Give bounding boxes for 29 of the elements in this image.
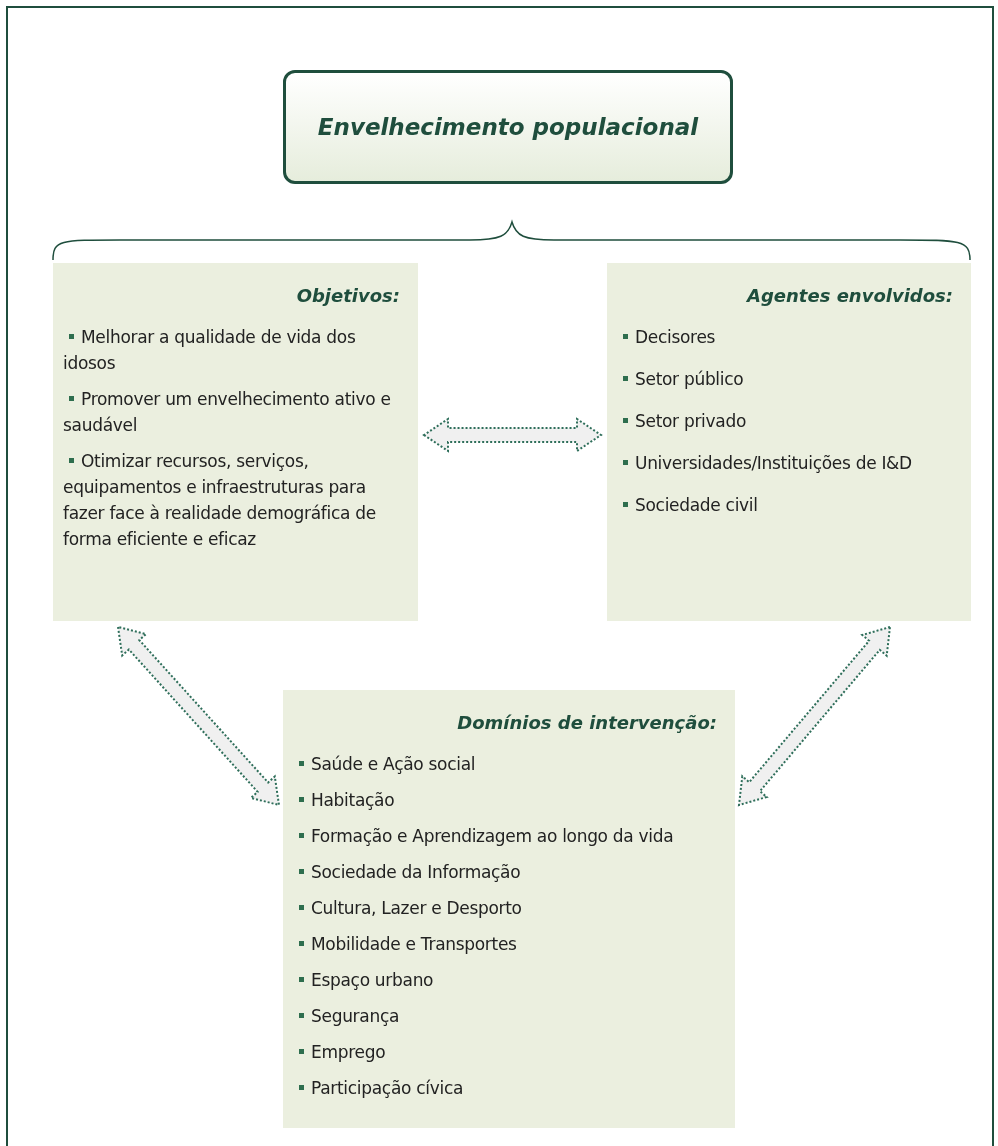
bullet-item: Formação e Aprendizagem ao longo da vida <box>293 823 717 849</box>
bullet-item: Saúde e Ação social <box>293 751 717 777</box>
bullet-item: Universidades/Instituições de I&D <box>617 450 953 476</box>
bullet-item: Setor público <box>617 366 953 392</box>
bullet-item: Emprego <box>293 1039 717 1065</box>
bullet-item: Sociedade civil <box>617 492 953 518</box>
bullet-item: Espaço urbano <box>293 967 717 993</box>
panel-heading: Objetivos: <box>295 285 400 306</box>
panel-heading: Agentes envolvidos: <box>745 285 953 306</box>
bullet-item: Decisores <box>617 324 953 350</box>
bullet-item: Mobilidade e Transportes <box>293 931 717 957</box>
domains-panel <box>283 690 735 1128</box>
agents-panel <box>607 263 971 621</box>
objectives-panel <box>53 263 418 621</box>
panel-heading: Domínios de intervenção: <box>456 712 717 733</box>
title-text: Envelhecimento populacional <box>317 114 699 140</box>
double-block-arrow <box>116 625 281 807</box>
bullet-item: Setor privado <box>617 408 953 434</box>
bullet-item: Segurança <box>293 1003 717 1029</box>
bullet-item: Participação cívica <box>293 1075 717 1101</box>
bullet-item: Otimizar recursos, serviços, equipamentos e infraestruturas para fazer face à realidade demográfica de forma eficiente e eficaz <box>63 448 400 552</box>
bullet-item: Melhorar a qualidade de vida dos idosos <box>63 324 400 376</box>
double-block-arrow <box>422 417 603 453</box>
double-block-arrow <box>737 625 892 807</box>
bullet-item: Sociedade da Informação <box>293 859 717 885</box>
bullet-item: Cultura, Lazer e Desporto <box>293 895 717 921</box>
bullet-item: Habitação <box>293 787 717 813</box>
bullet-item: Promover um envelhecimento ativo e saudável <box>63 386 400 438</box>
title-box <box>283 70 733 184</box>
